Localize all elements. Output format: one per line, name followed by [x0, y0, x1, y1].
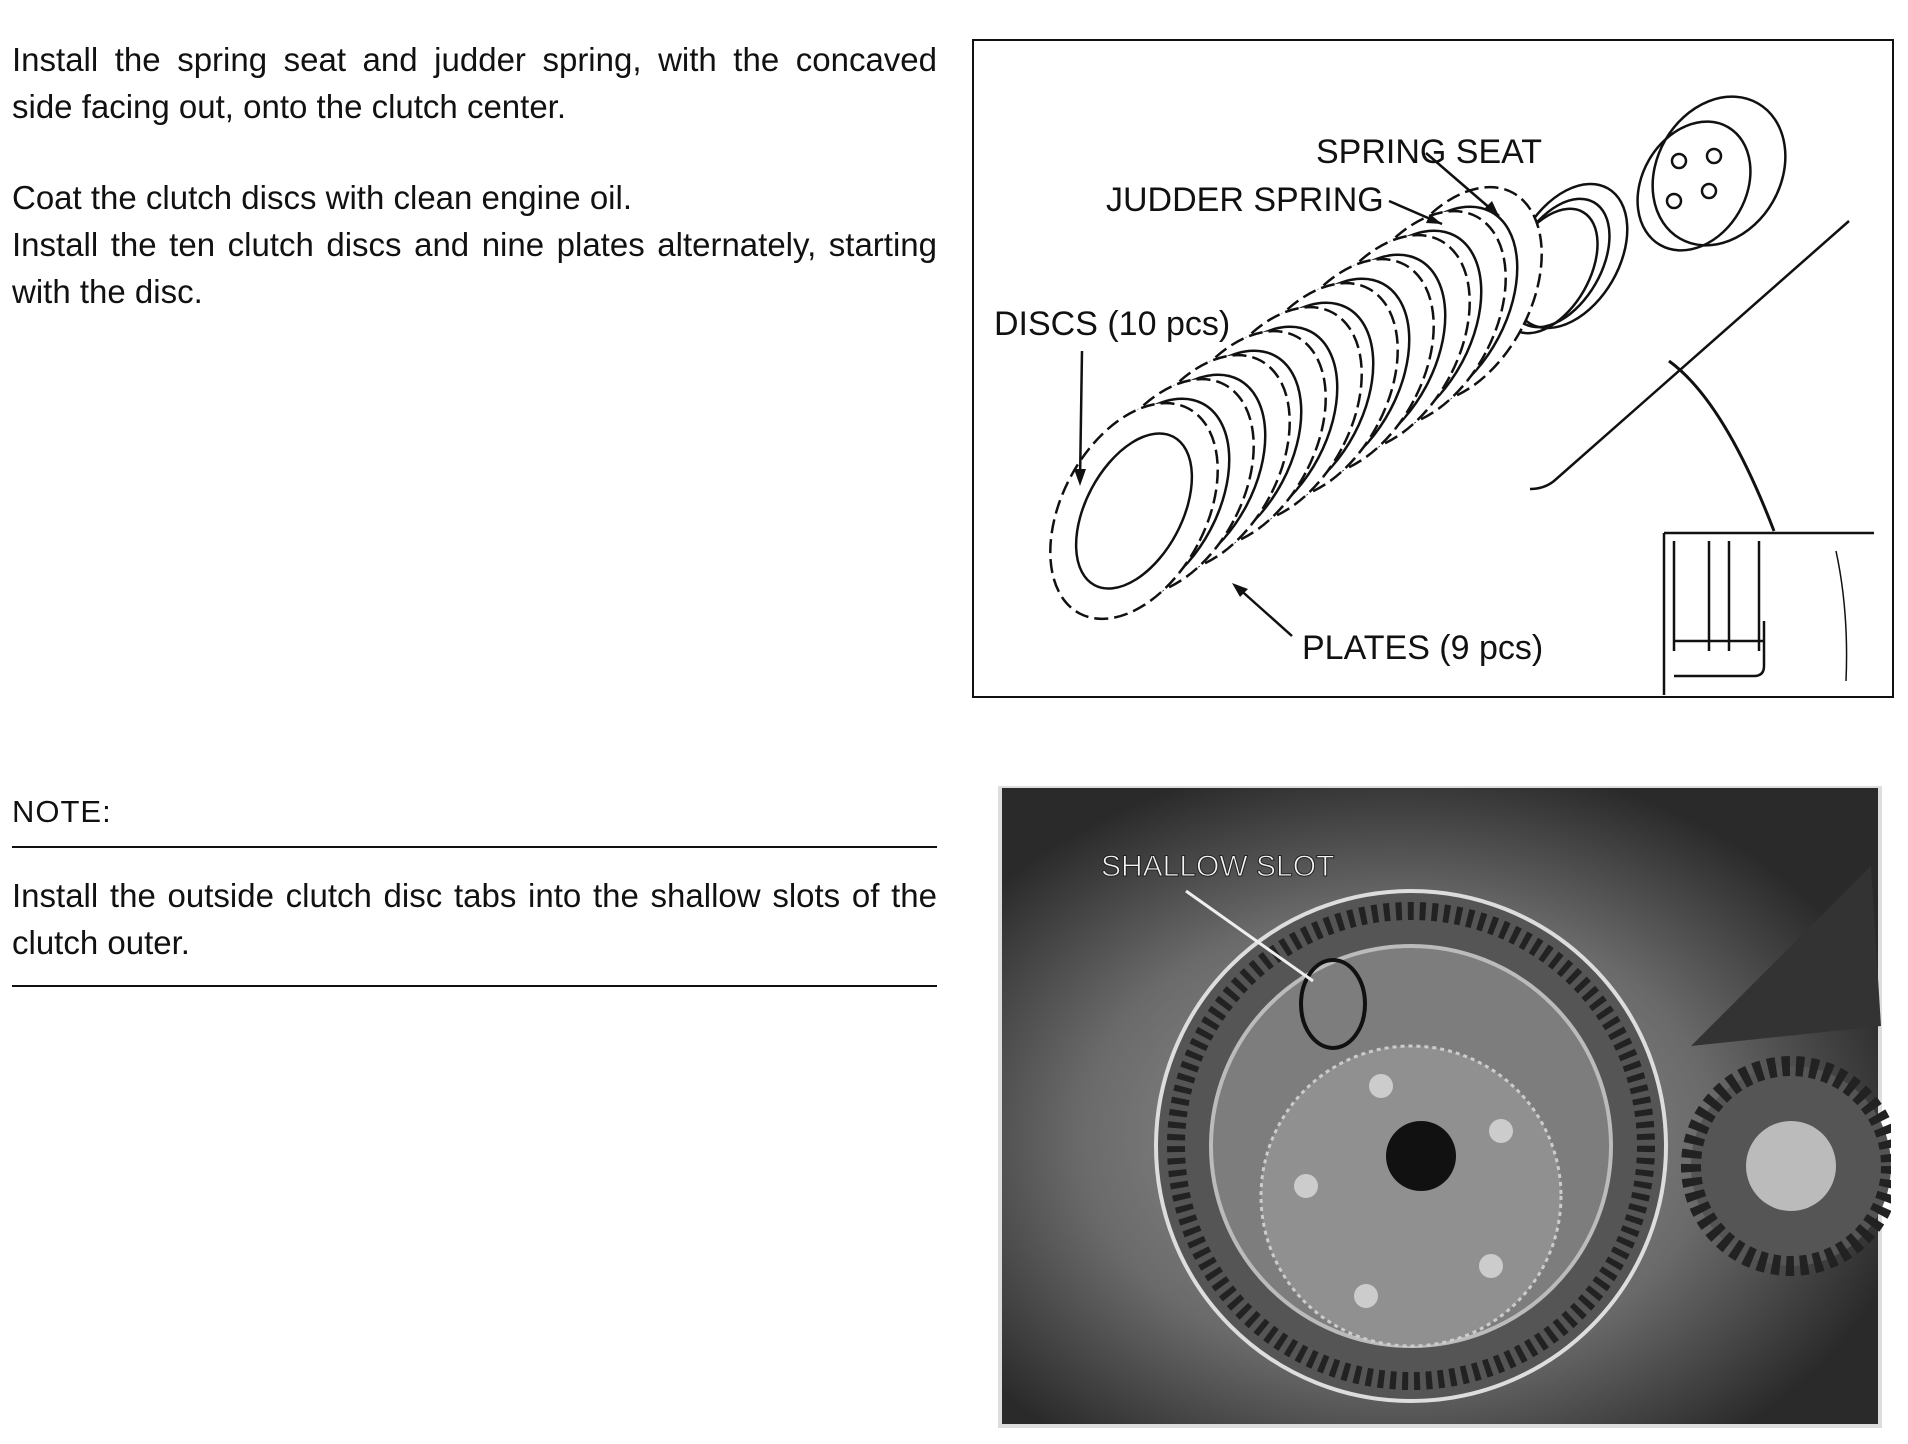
note-text: Install the outside clutch disc tabs int…	[12, 872, 937, 966]
photo-illustration: SHALLOW SLOT	[998, 784, 1901, 1428]
disc-plate-stack-illustration	[1049, 185, 1543, 621]
paragraph: Install the outside clutch disc tabs int…	[12, 877, 937, 961]
disc-inner-ring	[1074, 432, 1194, 590]
paragraph: Coat the clutch discs with clean engine …	[12, 179, 633, 216]
label-spring-seat: SPRING SEAT	[1316, 133, 1542, 171]
divider	[12, 985, 937, 987]
instruction-clutch-discs: Coat the clutch discs with clean engine …	[12, 174, 937, 315]
note-heading: NOTE:	[12, 794, 112, 829]
label-shallow-slot: SHALLOW SLOT	[1101, 850, 1334, 883]
instruction-spring-seat: Install the spring seat and judder sprin…	[12, 36, 937, 130]
clutch-center-illustration	[1636, 95, 1787, 252]
paragraph: Install the spring seat and judder sprin…	[12, 41, 937, 125]
divider	[12, 846, 937, 848]
label-judder-spring: JUDDER SPRING	[1106, 181, 1384, 219]
clutch-installed-photo: SHALLOW SLOT	[991, 784, 1901, 1432]
label-discs: DISCS (10 pcs)	[994, 305, 1230, 343]
clutch-exploded-diagram: SPRING SEAT JUDDER SPRING DISCS (10 pcs)…	[972, 39, 1894, 698]
diagram-illustration: SPRING SEAT JUDDER SPRING DISCS (10 pcs)…	[994, 95, 1874, 695]
label-plates: PLATES (9 pcs)	[1302, 629, 1543, 667]
paragraph: Install the ten clutch discs and nine pl…	[12, 226, 937, 310]
